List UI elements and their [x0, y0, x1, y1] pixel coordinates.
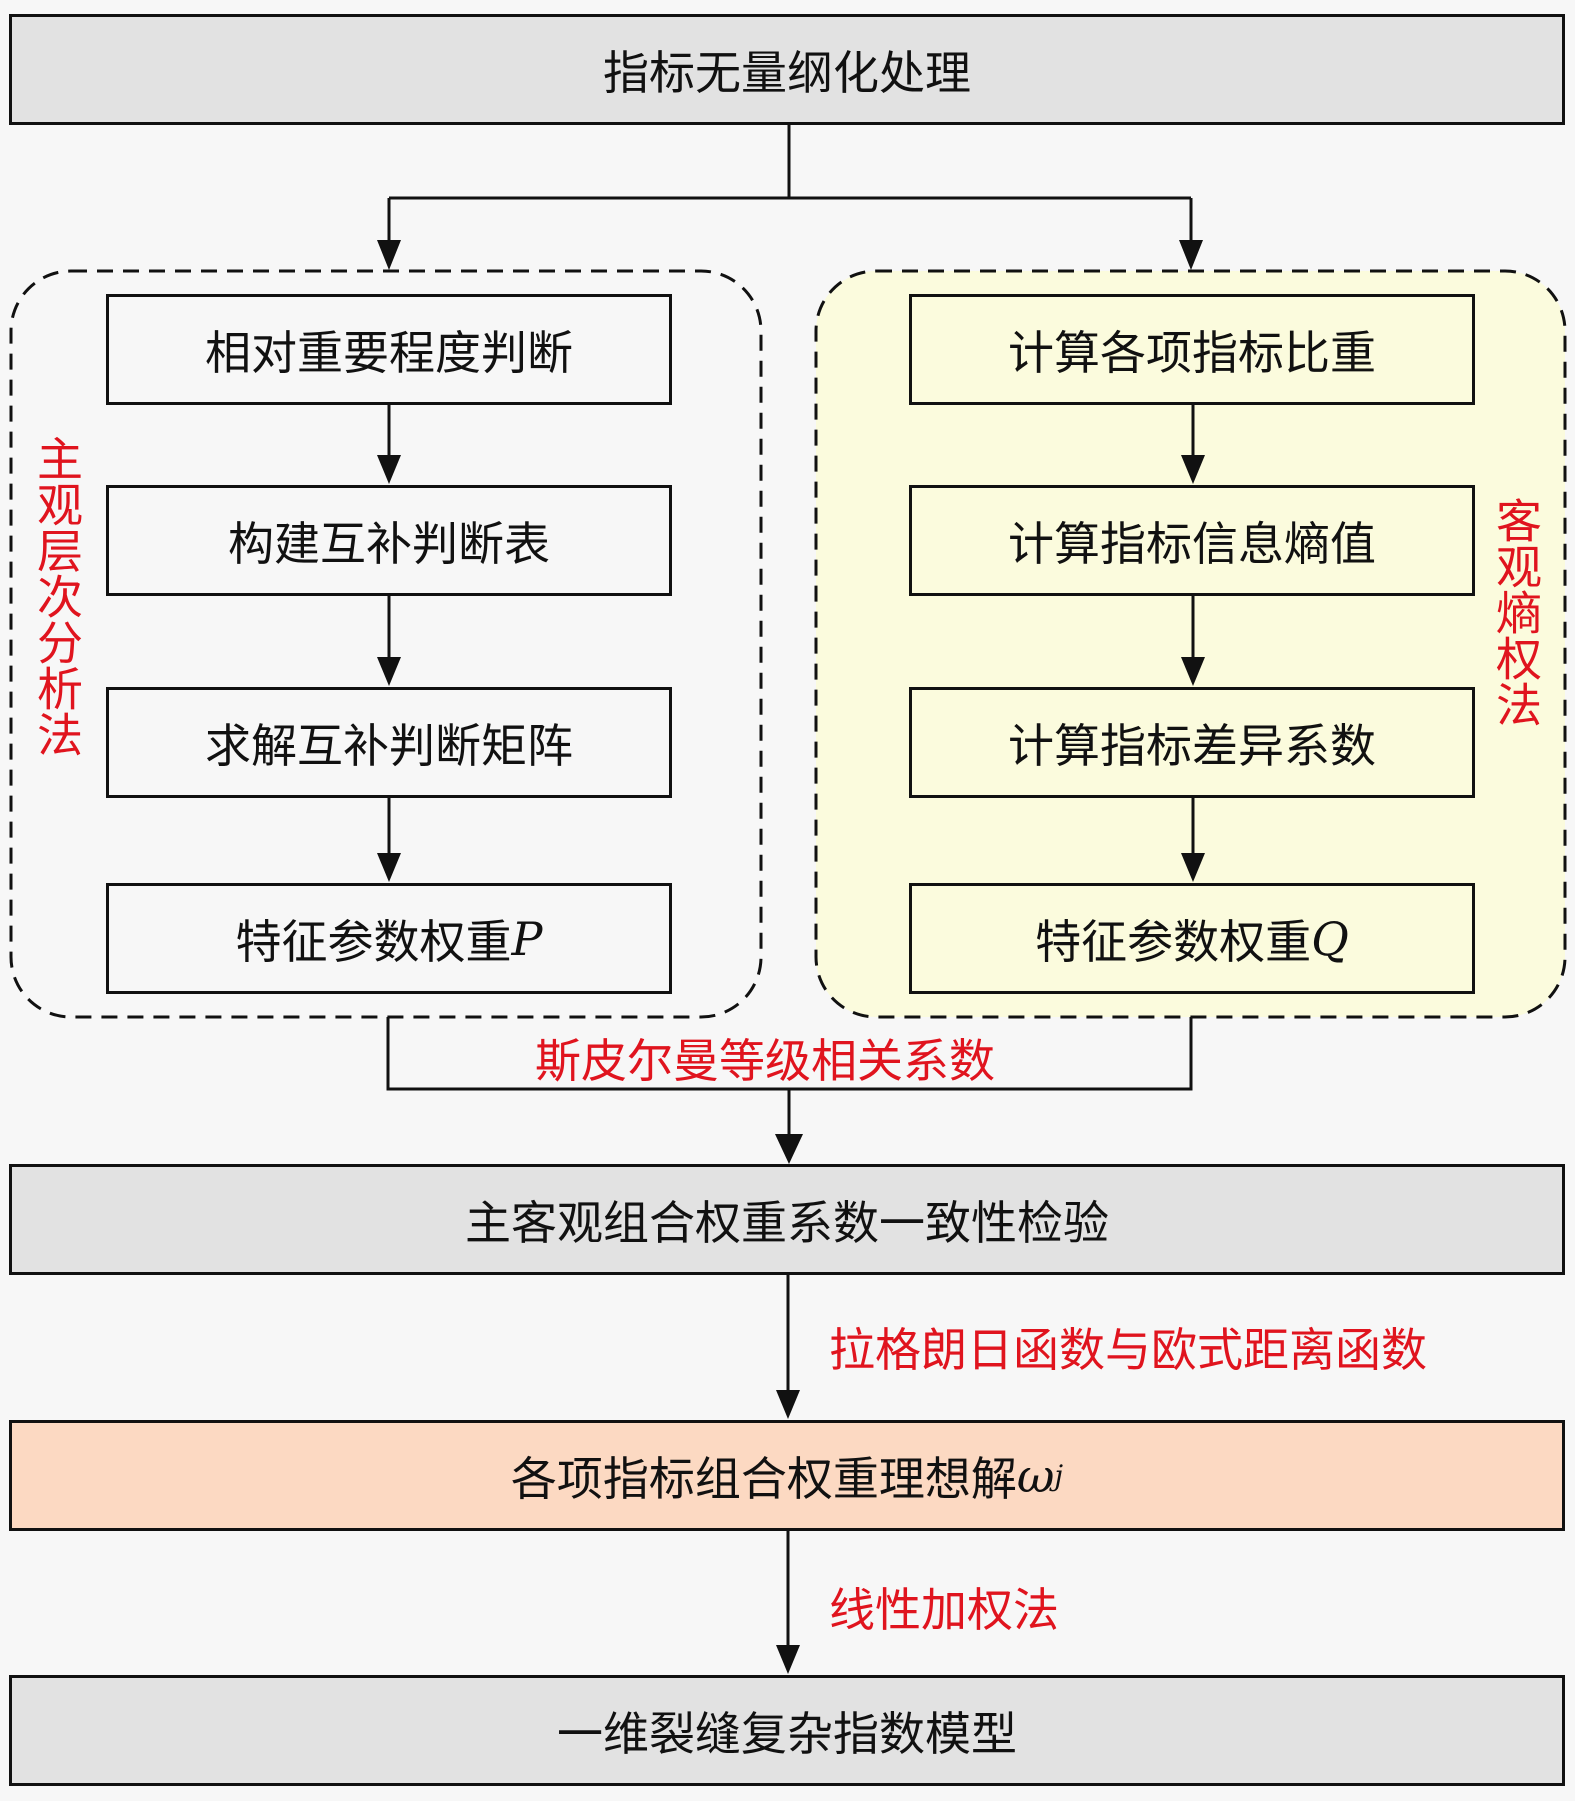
- subjective-step-3: 求解互补判断矩阵: [106, 687, 672, 798]
- arrow-head: [1181, 657, 1205, 686]
- step-label: 求解互补判断矩阵: [205, 718, 573, 773]
- fracture-complexity-model-box: 一维裂缝复杂指数模型: [9, 1675, 1565, 1786]
- objective-step-1: 计算各项指标比重: [909, 294, 1475, 405]
- ideal-label: 各项指标组合权重理想解: [510, 1451, 1017, 1506]
- final-label: 一维裂缝复杂指数模型: [557, 1706, 1017, 1761]
- lagrange-label: 拉格朗日函数与欧式距离函数: [829, 1323, 1427, 1377]
- arrow-head: [776, 1390, 800, 1419]
- arrow-head: [1181, 455, 1205, 484]
- consistency-check-box: 主客观组合权重系数一致性检验: [9, 1164, 1565, 1275]
- objective-method-label: 客观熵权法: [1489, 497, 1543, 727]
- step-label: 特征参数权重: [235, 914, 512, 969]
- spearman-label: 斯皮尔曼等级相关系数: [535, 1034, 995, 1088]
- omega-subscript: j: [1054, 1459, 1064, 1492]
- arrow-head: [1181, 853, 1205, 882]
- step-label: 特征参数权重: [1035, 914, 1312, 969]
- subjective-step-2: 构建互补判断表: [106, 485, 672, 596]
- step-label: 计算指标差异系数: [1008, 718, 1376, 773]
- linear-weighting-label: 线性加权法: [829, 1583, 1059, 1637]
- subjective-step-1: 相对重要程度判断: [106, 294, 672, 405]
- step-label: 构建互补判断表: [228, 516, 550, 571]
- weight-symbol-p: P: [511, 911, 543, 966]
- consistency-label: 主客观组合权重系数一致性检验: [465, 1195, 1109, 1250]
- step-label: 相对重要程度判断: [205, 325, 573, 380]
- arrow-head: [775, 1134, 803, 1164]
- step-label: 计算各项指标比重: [1008, 325, 1376, 380]
- objective-step-3: 计算指标差异系数: [909, 687, 1475, 798]
- objective-step-2: 计算指标信息熵值: [909, 485, 1475, 596]
- arrow-head: [1179, 240, 1203, 270]
- omega-symbol: ω: [1016, 1448, 1055, 1503]
- top-split-connector: [387, 124, 1193, 246]
- arrow-head: [377, 455, 401, 484]
- arrow-head: [377, 240, 401, 270]
- subjective-group-border: [9, 269, 763, 1019]
- subjective-method-label: 主观层次分析法: [30, 435, 84, 757]
- arrow-head: [377, 853, 401, 882]
- arrow-head: [776, 1645, 800, 1674]
- normalization-label: 指标无量纲化处理: [603, 45, 971, 100]
- weight-symbol-q: Q: [1311, 911, 1349, 966]
- step-label: 计算指标信息熵值: [1008, 516, 1376, 571]
- merge-connector: [386, 1017, 1193, 1650]
- arrow-head: [377, 657, 401, 686]
- normalization-box: 指标无量纲化处理: [9, 14, 1565, 125]
